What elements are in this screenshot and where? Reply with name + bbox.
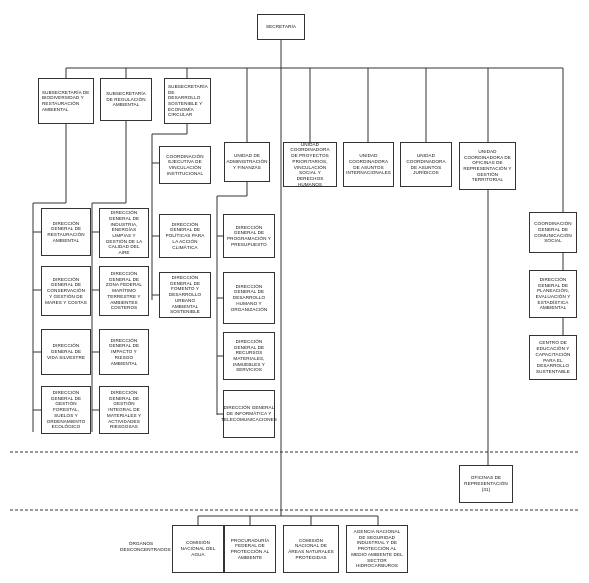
sub1-child-2: DIRECCIÓN GENERAL DE CONSERVACIÓN Y GEST…: [41, 266, 91, 316]
desconcentrado-4-label: AGENCIA NACIONAL DE SEGURIDAD INDUSTRIAL…: [351, 528, 403, 569]
sub1-child-3-label: DIRECCIÓN GENERAL DE VIDA SILVESTRE: [46, 343, 86, 360]
uaf-label: UNIDAD DE ADMINISTRACIÓN Y FINANZAS: [226, 153, 268, 170]
sub2-child-3: DIRECCIÓN GENERAL DE IMPACTO Y RIESGO AM…: [99, 329, 149, 375]
uaf-child-3-label: DIRECCIÓN GENERAL DE RECURSOS MATERIALES…: [233, 338, 265, 373]
right-col-1-label: COORDINACIÓN GENERAL DE COMUNICACIÓN SOC…: [534, 221, 572, 244]
sub1-label: SUBSECRETARÍA DE BIODIVERSIDAD Y RESTAUR…: [42, 89, 90, 112]
right-col-3: CENTRO DE EDUCACIÓN Y CAPACITACIÓN PARA …: [529, 335, 577, 380]
uaf-child-2-label: DIRECCIÓN GENERAL DE DESARROLLO HUMANO Y…: [230, 283, 268, 312]
sub1-child-4: DIRECCIÓN GENERAL DE GESTIÓN FORESTAL, S…: [41, 386, 91, 434]
desconcentrado-2: PROCURADURÍA FEDERAL DE PROTECCIÓN AL AM…: [224, 525, 276, 573]
sub1-child-1: DIRECCIÓN GENERAL DE RESTAURACIÓN AMBIEN…: [41, 208, 91, 256]
sub3-label: SUBSECRETARÍA DE DESARROLLO SOSTENIBLE Y…: [168, 83, 208, 118]
sub3-child-1: DIRECCIÓN GENERAL DE POLÍTICAS PARA LA A…: [159, 214, 211, 258]
sub2-child-4: DIRECCIÓN GENERAL DE GESTIÓN INTEGRAL DE…: [99, 386, 149, 434]
sub2-label: SUBSECRETARÍA DE REGULACIÓN AMBIENTAL: [106, 90, 146, 108]
uai-label: UNIDAD COORDINADORA DE ASUNTOS INTERNACI…: [346, 153, 391, 176]
sub3-child-1-label: DIRECCIÓN GENERAL DE POLÍTICAS PARA LA A…: [165, 221, 205, 250]
sub2-child-3-label: DIRECCIÓN GENERAL DE IMPACTO Y RIESGO AM…: [108, 337, 140, 366]
ucp-label: UNIDAD COORDINADORA DE PROYECTOS PRIORIT…: [290, 141, 330, 187]
sub1-child-2-label: DIRECCIÓN GENERAL DE CONSERVACIÓN Y GEST…: [45, 276, 87, 305]
sub1-box: SUBSECRETARÍA DE BIODIVERSIDAD Y RESTAUR…: [38, 78, 94, 124]
sub3-child-2: DIRECCIÓN GENERAL DE FOMENTO Y DESARROLL…: [159, 272, 211, 318]
uaf-child-3: DIRECCIÓN GENERAL DE RECURSOS MATERIALES…: [223, 332, 275, 380]
desconcentrado-4: AGENCIA NACIONAL DE SEGURIDAD INDUSTRIAL…: [346, 525, 408, 573]
uaf-child-4-label: DIRECCIÓN GENERAL DE INFORMÁTICA Y TELEC…: [221, 405, 277, 422]
ucp-box: UNIDAD COORDINADORA DE PROYECTOS PRIORIT…: [283, 142, 337, 187]
uaf-child-1-label: DIRECCIÓN GENERAL DE PROGRAMACIÓN Y PRES…: [227, 224, 271, 247]
uor-box: UNIDAD COORDINADORA DE OFICINAS DE REPRE…: [459, 142, 516, 190]
desconcentrados-label: ÓRGANOS DESCONCENTRADOS: [120, 542, 171, 553]
desconcentrado-1: COMISIÓN NACIONAL DEL AGUA: [172, 525, 224, 573]
oficinas-box: OFICINAS DE REPRESENTACIÓN (31): [459, 465, 513, 503]
uai-box: UNIDAD COORDINADORA DE ASUNTOS INTERNACI…: [343, 142, 394, 187]
desconcentrado-1-label: COMISIÓN NACIONAL DEL AGUA: [180, 540, 216, 557]
desconcentrado-2-label: PROCURADURÍA FEDERAL DE PROTECCIÓN AL AM…: [230, 537, 270, 560]
sub3-child-2-label: DIRECCIÓN GENERAL DE FOMENTO Y DESARROLL…: [168, 274, 202, 315]
sub2-child-2-label: DIRECCIÓN GENERAL DE ZONA FEDERAL MARÍTI…: [105, 270, 143, 311]
uaj-label: UNIDAD COORDINADORA DE ASUNTOS JURÍDICOS: [406, 153, 446, 176]
sub3-coord-box: COORDINACIÓN EJECUTIVA DE VINCULACIÓN IN…: [159, 146, 211, 184]
uor-label: UNIDAD COORDINADORA DE OFICINAS DE REPRE…: [463, 148, 512, 183]
sub3-coord-label: COORDINACIÓN EJECUTIVA DE VINCULACIÓN IN…: [166, 153, 204, 176]
sub3-box: SUBSECRETARÍA DE DESARROLLO SOSTENIBLE Y…: [164, 78, 211, 124]
right-col-2: DIRECCIÓN GENERAL DE PLANEACIÓN, EVALUAC…: [529, 270, 577, 318]
uaf-child-1: DIRECCIÓN GENERAL DE PROGRAMACIÓN Y PRES…: [223, 214, 275, 258]
uaf-child-2: DIRECCIÓN GENERAL DE DESARROLLO HUMANO Y…: [223, 272, 275, 324]
right-col-1: COORDINACIÓN GENERAL DE COMUNICACIÓN SOC…: [529, 212, 577, 253]
uaf-child-4: DIRECCIÓN GENERAL DE INFORMÁTICA Y TELEC…: [221, 390, 277, 438]
sub2-child-1-label: DIRECCIÓN GENERAL DE INDUSTRIA, ENERGÍAS…: [105, 210, 143, 256]
oficinas-label: OFICINAS DE REPRESENTACIÓN (31): [464, 475, 508, 492]
desconcentrado-3: COMISIÓN NACIONAL DE ÁREAS NATURALES PRO…: [283, 525, 339, 573]
sub1-child-4-label: DIRECCIÓN GENERAL DE GESTIÓN FORESTAL, S…: [46, 389, 86, 430]
sub2-child-1: DIRECCIÓN GENERAL DE INDUSTRIA, ENERGÍAS…: [99, 208, 149, 258]
right-col-3-label: CENTRO DE EDUCACIÓN Y CAPACITACIÓN PARA …: [535, 340, 571, 374]
sub2-child-2: DIRECCIÓN GENERAL DE ZONA FEDERAL MARÍTI…: [99, 266, 149, 316]
root-label: SECRETARÍA: [265, 24, 296, 30]
root-box: SECRETARÍA: [257, 14, 305, 40]
right-col-2-label: DIRECCIÓN GENERAL DE PLANEACIÓN, EVALUAC…: [535, 276, 571, 311]
uaf-box: UNIDAD DE ADMINISTRACIÓN Y FINANZAS: [224, 142, 270, 182]
sub1-child-1-label: DIRECCIÓN GENERAL DE RESTAURACIÓN AMBIEN…: [47, 220, 85, 243]
sub1-child-3: DIRECCIÓN GENERAL DE VIDA SILVESTRE: [41, 329, 91, 375]
sub2-child-4-label: DIRECCIÓN GENERAL DE GESTIÓN INTEGRAL DE…: [106, 389, 142, 430]
uaj-box: UNIDAD COORDINADORA DE ASUNTOS JURÍDICOS: [400, 142, 452, 187]
sub2-box: SUBSECRETARÍA DE REGULACIÓN AMBIENTAL: [100, 78, 152, 121]
desconcentrado-3-label: COMISIÓN NACIONAL DE ÁREAS NATURALES PRO…: [288, 537, 334, 560]
